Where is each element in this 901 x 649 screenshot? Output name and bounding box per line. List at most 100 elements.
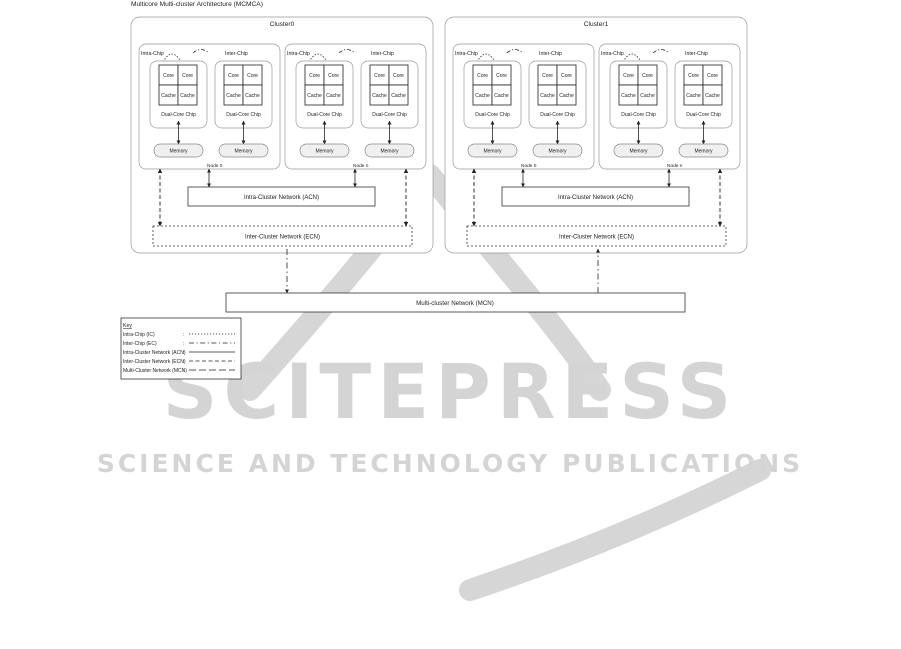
chip-top-label: Inter-Chip [539,51,562,57]
chip-cell-label: Cache [307,93,322,99]
chip-cell [637,84,658,106]
intra-chip-link [162,53,182,63]
chip-cell-label: Cache [621,93,636,99]
chip-name: Dual-Core Chip [307,112,342,118]
chip-cell-label: Core [309,73,320,79]
inter-chip-link [652,49,670,54]
chip-cell-label: Cache [540,93,555,99]
chip-cell [242,84,263,106]
chip-cell-label: Core [328,73,339,79]
inter-chip-link [506,49,524,54]
chip-cell-label: Cache [161,93,176,99]
memory-label: Memory [694,149,713,155]
memory-box [299,143,350,158]
ecn-label: Inter-Cluster Network (ECN) [559,235,634,241]
cluster-title: Cluster0 [270,21,295,28]
legend-label: Multi-Cluster Network (MCN) [123,368,187,374]
chip-cell-label: Cache [226,93,241,99]
chip-cell-label: Cache [686,93,701,99]
inter-chip-link [192,49,210,54]
chip-name: Dual-Core Chip [686,112,721,118]
memory-label: Memory [169,149,188,155]
legend-label: Inter-Cluster Network (ECN) [123,359,186,365]
node-label: Node n [353,163,369,169]
chip-name: Dual-Core Chip [226,112,261,118]
chip-top-label: Inter-Chip [685,51,708,57]
chip-cell-label: Core [393,73,404,79]
legend-label: Intra-Cluster Network (ACN) [123,350,186,356]
intra-chip-link [622,53,642,63]
legend-items: Intra-Chip (IC):Inter-Chip (EC):Intra-Cl… [123,332,235,374]
chip-cell-label: Cache [391,93,406,99]
chip-cell-label: Cache [640,93,655,99]
memory-box [532,143,583,158]
node-label: Node 0 [521,163,537,169]
chip-cell-label: Core [374,73,385,79]
memory-box [364,143,415,158]
chip-cell [556,84,577,106]
chip-cell-label: Core [182,73,193,79]
chip-name: Dual-Core Chip [475,112,510,118]
chip-cell-label: Core [688,73,699,79]
memory-box [218,143,269,158]
cluster-title: Cluster1 [584,21,609,28]
chip-cell-label: Core [623,73,634,79]
intra-chip-link [308,53,328,63]
chip-name: Dual-Core Chip [540,112,575,118]
memory-label: Memory [629,149,648,155]
memory-label: Memory [483,149,502,155]
ecn-box [152,225,413,247]
chip-cell-label: Cache [475,93,490,99]
memory-label: Memory [380,149,399,155]
memory-label: Memory [234,149,253,155]
legend-label: Inter-Chip (EC) [123,341,157,347]
legend-box [120,317,242,380]
inter-chip-link [338,49,356,54]
memory-label: Memory [548,149,567,155]
chip-cell [388,84,409,106]
node-label: Node 0 [207,163,223,169]
diagram-title: Multicore Multi-cluster Architecture (MC… [131,1,263,8]
legend-colon: : [183,350,184,356]
chip-cell-label: Cache [180,93,195,99]
ecn-label: Inter-Cluster Network (ECN) [245,235,320,241]
chip-cell-label: Cache [494,93,509,99]
mcn-label: Multi-cluster Network (MCN) [416,300,494,307]
chip-cell-label: Core [163,73,174,79]
chip-cell-label: Core [642,73,653,79]
chip-top-label: Inter-Chip [371,51,394,57]
chip-cell-label: Core [496,73,507,79]
chip-cell [702,84,723,106]
memory-box [467,143,518,158]
memory-box [678,143,729,158]
chip-name: Dual-Core Chip [621,112,656,118]
chip-cell [177,84,198,106]
chip-cell-label: Core [477,73,488,79]
chip-cell-label: Cache [705,93,720,99]
mcn-group: Multi-cluster Network (MCN) [225,248,686,313]
memory-label: Memory [315,149,334,155]
chip-cell-label: Cache [326,93,341,99]
watermark-title: SCITEPRESS [163,347,738,436]
chip-cell-label: Core [542,73,553,79]
intra-chip-link [476,53,496,63]
chip-top-label: Intra-Chip [601,51,624,57]
ecn-box [466,225,727,247]
chip-cell-label: Core [561,73,572,79]
legend-colon: : [183,368,184,374]
chip-top-label: Inter-Chip [225,51,248,57]
chip-cell [491,84,512,106]
watermark-subtitle: SCIENCE AND TECHNOLOGY PUBLICATIONS [97,449,803,478]
